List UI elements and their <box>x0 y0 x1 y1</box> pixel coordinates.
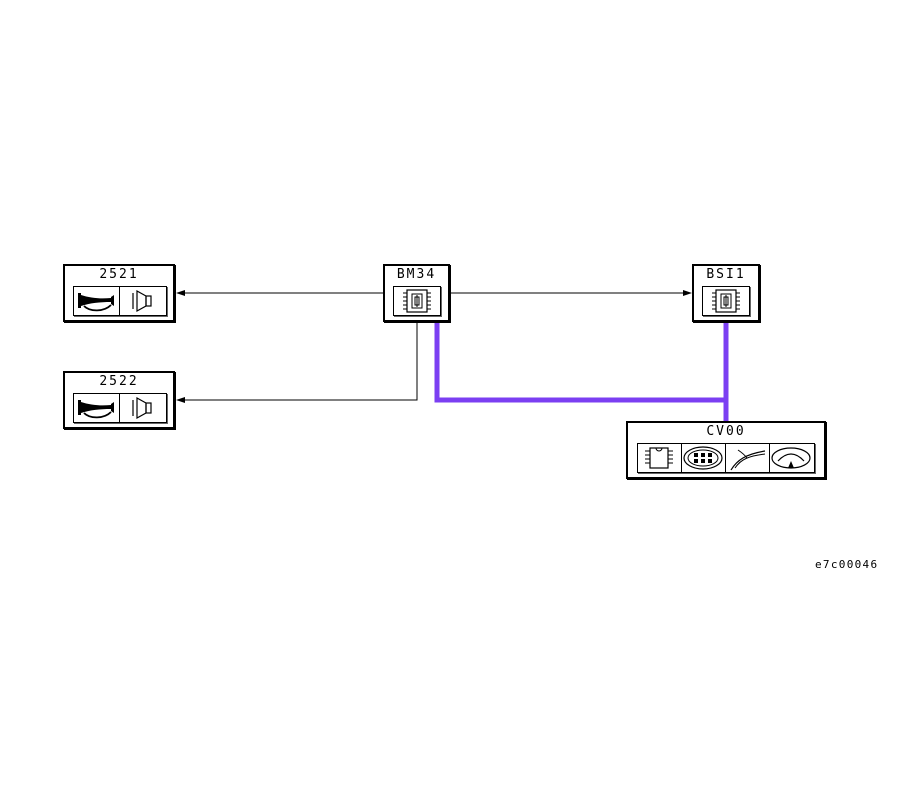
component-label: 2522 <box>99 374 139 389</box>
component-cv00: CV00 <box>626 421 826 479</box>
wire-bm34-to-bsi1 <box>450 290 692 296</box>
wire-line <box>182 322 418 401</box>
icon-panel <box>702 286 750 316</box>
wire-bm34-to-2521 <box>176 290 383 296</box>
horn-icon <box>74 287 120 315</box>
module-icon <box>394 287 440 315</box>
dial-icon <box>770 444 814 472</box>
icon-panel <box>73 286 167 316</box>
curve-icon <box>726 444 770 472</box>
grille-icon <box>682 444 726 472</box>
icon-panel <box>393 286 441 316</box>
arrowhead-2521 <box>176 290 185 296</box>
diagram-reference-code: e7c00046 <box>815 558 879 571</box>
arrowhead-bsi1 <box>683 290 692 296</box>
icon-panel <box>73 393 167 423</box>
component-label: CV00 <box>706 424 746 439</box>
icon-panel <box>637 443 815 473</box>
component-2522: 2522 <box>63 371 175 429</box>
arrowhead-2522 <box>176 397 185 403</box>
component-bsi1: BSI1 <box>692 264 760 322</box>
horn-icon <box>74 394 120 422</box>
component-bm34: BM34 <box>383 264 450 322</box>
module-icon <box>703 287 749 315</box>
chip-icon <box>638 444 682 472</box>
bus-wire-network <box>434 322 729 421</box>
speaker-icon <box>120 287 166 315</box>
speaker-icon <box>120 394 166 422</box>
component-label: BM34 <box>396 267 437 282</box>
component-label: 2521 <box>99 267 139 282</box>
component-2521: 2521 <box>63 264 175 322</box>
component-label: BSI1 <box>706 267 746 282</box>
wire-bm34-to-2522 <box>176 322 418 403</box>
bus-wire-bm34-segment <box>434 322 728 403</box>
